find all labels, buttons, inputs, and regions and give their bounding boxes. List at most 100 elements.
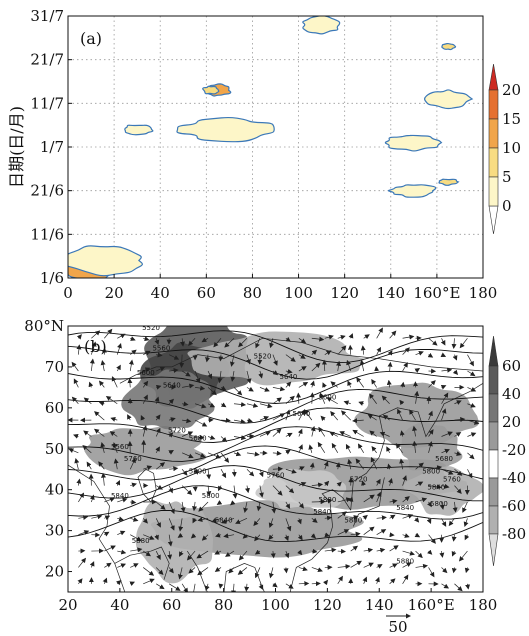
panel-a-colorbar-tick: 15 bbox=[502, 110, 521, 128]
panel-b-wind-vector bbox=[155, 567, 164, 576]
panel-b-wind-vector bbox=[233, 451, 242, 457]
panel-a-x-tick-label: 180 bbox=[469, 284, 498, 302]
panel-b-contour-label: 5640 bbox=[293, 410, 311, 418]
panel-b-wind-vector bbox=[387, 361, 393, 372]
panel-b-wind-vector bbox=[78, 530, 90, 536]
panel-b-wind-vector bbox=[181, 452, 194, 459]
panel-b-wind-vector bbox=[428, 338, 438, 346]
panel-b-wind-vector bbox=[285, 432, 293, 438]
panel-b-wind-vector bbox=[143, 567, 155, 576]
panel-b-wind-vector bbox=[375, 576, 380, 584]
panel-b-wind-vector bbox=[238, 338, 248, 348]
panel-b-wind-vector bbox=[155, 501, 166, 510]
panel-b-colorbar-tick: 60 bbox=[502, 357, 521, 375]
panel-b-wind-vector bbox=[340, 410, 351, 421]
panel-b-wind-vector bbox=[233, 402, 247, 407]
panel-b-colorbar-extend-bottom bbox=[488, 533, 499, 567]
panel-a-x-tick-label: 140 bbox=[376, 284, 405, 302]
panel-b-wind-vector bbox=[322, 382, 327, 388]
panel-b-wind-vector bbox=[441, 392, 449, 404]
panel-a-colorbar-tick: 5 bbox=[502, 168, 512, 186]
panel-b-wind-vector bbox=[254, 549, 261, 555]
panel-b-wind-vector bbox=[402, 362, 408, 372]
panel-b-wind-vector bbox=[156, 583, 165, 590]
panel-b-wind-vector bbox=[409, 409, 416, 421]
panel-b-wind-vector bbox=[459, 338, 468, 349]
panel-b-wind-vector bbox=[258, 485, 264, 498]
panel-b-wind-vector bbox=[237, 567, 248, 575]
panel-b-wind-vector bbox=[399, 399, 405, 406]
panel-b-colorbar-tick: -60 bbox=[502, 497, 526, 515]
panel-a-colorbar-tick: 10 bbox=[502, 139, 521, 157]
panel-a-y-tick-label: 21/6 bbox=[30, 182, 64, 200]
panel-b-wind-vector bbox=[310, 425, 316, 437]
panel-b-wind-vector bbox=[216, 500, 223, 505]
panel-b-wind-vector bbox=[467, 419, 480, 425]
panel-b-wind-vector bbox=[464, 534, 470, 541]
panel-b-wind-vector bbox=[76, 344, 82, 355]
panel-b-wind-vector bbox=[285, 368, 293, 374]
panel-b-wind-vector bbox=[110, 417, 118, 422]
panel-b-wind-vector bbox=[285, 354, 296, 362]
panel-b-wind-vector bbox=[367, 414, 377, 421]
panel-b-wind-vector bbox=[113, 458, 119, 470]
panel-b-wind-vector bbox=[223, 533, 235, 539]
panel-b-wind-vector bbox=[440, 384, 447, 390]
panel-b-wind-vector bbox=[143, 534, 155, 540]
panel-b-wind-vector bbox=[86, 461, 92, 470]
panel-b-wind-vector bbox=[363, 562, 374, 568]
panel-b-y-tick-label: 40 bbox=[45, 481, 64, 499]
panel-b-wind-vector bbox=[78, 492, 85, 503]
panel-b-wind-vector bbox=[310, 380, 315, 388]
panel-b-contour-label: 5600 bbox=[318, 394, 336, 402]
panel-b-wind-vector bbox=[415, 350, 424, 356]
panel-b-contour-label: 5880 bbox=[344, 516, 362, 524]
panel-b-wind-vector bbox=[452, 354, 458, 361]
panel-b-wind-vector bbox=[230, 370, 236, 382]
panel-b-wind-vector bbox=[298, 409, 305, 421]
panel-b-wind-vector bbox=[441, 431, 453, 437]
panel-b-wind-vector bbox=[458, 550, 468, 562]
panel-b-wind-vector bbox=[441, 567, 448, 574]
panel-b-wind-vector bbox=[386, 446, 391, 454]
panel-b-wind-vector bbox=[254, 534, 261, 542]
panel-b-colorbar-segment bbox=[488, 477, 499, 507]
panel-b-wind-vector bbox=[258, 469, 264, 478]
panel-b-wind-vector bbox=[246, 386, 254, 392]
panel-b-wind-vector bbox=[311, 567, 323, 573]
panel-b-wind-vector bbox=[192, 517, 198, 524]
panel-b-wind-vector bbox=[375, 478, 381, 486]
panel-b-contour-label: 5800 bbox=[202, 492, 220, 500]
panel-b-wind-vector bbox=[337, 564, 351, 570]
panel-b-wind-vector bbox=[130, 349, 137, 355]
panel-b-contour-label: 5760 bbox=[443, 476, 461, 484]
panel-b-wind-vector bbox=[77, 578, 83, 585]
panel-b-wind-vector bbox=[259, 387, 270, 392]
panel-b-wind-vector bbox=[379, 431, 390, 437]
panel-b-wind-vector bbox=[143, 367, 151, 373]
panel-b-wind-vector bbox=[402, 334, 415, 340]
panel-b-wind-vector bbox=[115, 479, 121, 486]
panel-a-ylabel: 日期(日/月) bbox=[7, 106, 26, 188]
panel-b-wind-vector bbox=[451, 567, 457, 574]
panel-b-contour-label: 5840 bbox=[111, 492, 129, 500]
panel-b-wind-vector bbox=[102, 577, 108, 584]
panel-b-wind-vector bbox=[117, 549, 127, 555]
panel-b-wind-vector bbox=[348, 333, 354, 339]
panel-b-contour-line bbox=[68, 445, 483, 481]
panel-b-contour-label: 5600 bbox=[137, 369, 155, 377]
panel-b-wind-vector bbox=[414, 390, 420, 404]
panel-b-wind-vector bbox=[415, 462, 424, 470]
panel-b-wind-vector bbox=[98, 461, 105, 470]
panel-b-wind-vector bbox=[369, 393, 377, 404]
panel-b-wind-vector bbox=[112, 442, 118, 453]
panel-b-wind-vector bbox=[462, 501, 468, 513]
panel-b-wind-vector bbox=[285, 336, 291, 342]
panel-b-wind-vector bbox=[347, 458, 353, 470]
panel-b-wind-vector bbox=[156, 366, 166, 372]
panel-b-wind-vector bbox=[229, 354, 235, 367]
panel-b-wind-vector bbox=[155, 414, 161, 421]
panel-b-wind-vector bbox=[323, 461, 329, 470]
